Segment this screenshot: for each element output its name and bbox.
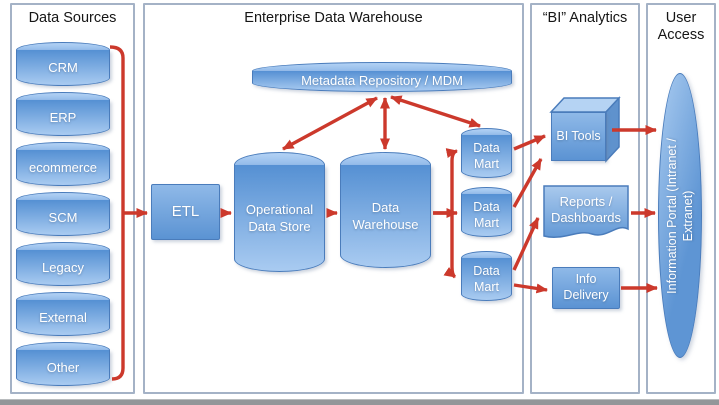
source-label-legacy: Legacy	[42, 259, 84, 275]
source-cylinder-erp: ERP	[16, 92, 110, 136]
etl-box: ETL	[151, 184, 220, 240]
source-label-scm: SCM	[48, 209, 78, 225]
cylinder-body	[16, 50, 110, 86]
source-label-crm: CRM	[48, 59, 78, 75]
ods-label: Operational Data Store	[245, 202, 314, 234]
data-mart-2-cylinder: Data Mart	[461, 187, 512, 237]
cylinder-body	[16, 100, 110, 136]
cylinder-body	[16, 250, 110, 286]
cylinder-body	[16, 300, 110, 336]
metadata-repository-cylinder: Metadata Repository / MDM	[252, 62, 512, 92]
panel-title-bi-analytics: “BI” Analytics	[542, 10, 628, 26]
cylinder-body	[461, 135, 512, 178]
reports-dashboards-document	[543, 185, 629, 238]
source-label-ecommerce: ecommerce	[29, 159, 97, 175]
source-cylinder-external: External	[16, 292, 110, 336]
data-warehouse-label: Data Warehouse	[352, 200, 419, 232]
cylinder-body	[16, 150, 110, 186]
source-cylinder-scm: SCM	[16, 192, 110, 236]
cylinder-body	[16, 350, 110, 386]
source-cylinder-other: Other	[16, 342, 110, 386]
cylinder-body	[252, 71, 512, 92]
metadata-repository-label: Metadata Repository / MDM	[301, 73, 463, 89]
information-portal-ellipse: Information Portal (Intranet / Extranet)	[658, 73, 702, 358]
panel-title-data-sources: Data Sources	[28, 10, 117, 26]
data-mart-2-label: Data Mart	[473, 199, 500, 230]
ods-cylinder: Operational Data Store	[234, 152, 325, 272]
information-portal-label-line2: Extranet)	[681, 190, 695, 241]
source-label-external: External	[39, 309, 87, 325]
data-mart-3-label: Data Mart	[473, 263, 500, 294]
etl-label: ETL	[171, 202, 200, 220]
info-delivery-label: Info Delivery	[563, 272, 609, 302]
cylinder-body	[234, 165, 325, 272]
bi-tools-box: BI Tools	[551, 112, 606, 161]
bottom-window-edge	[0, 399, 719, 405]
panel-title-user-access: User Access	[657, 10, 705, 43]
source-cylinder-crm: CRM	[16, 42, 110, 86]
bi-tools-label: BI Tools	[556, 128, 601, 143]
source-cylinder-ecommerce: ecommerce	[16, 142, 110, 186]
info-delivery-box: Info Delivery	[552, 267, 620, 309]
source-cylinder-legacy: Legacy	[16, 242, 110, 286]
cylinder-body	[461, 258, 512, 301]
cylinder-body	[461, 194, 512, 237]
information-portal-label-line1: Information Portal (Intranet /	[664, 137, 679, 294]
data-warehouse-cylinder: Data Warehouse	[340, 152, 431, 268]
source-label-erp: ERP	[49, 109, 77, 125]
cylinder-body	[16, 200, 110, 236]
cylinder-body	[340, 165, 431, 268]
panel-title-edw: Enterprise Data Warehouse	[244, 10, 423, 26]
data-mart-3-cylinder: Data Mart	[461, 251, 512, 301]
data-mart-1-label: Data Mart	[473, 140, 500, 171]
information-portal-label: Information Portal (Intranet / Extranet)	[658, 118, 702, 314]
source-label-other: Other	[46, 359, 80, 375]
reports-dashboards-label: Reports / Dashboards	[550, 193, 622, 225]
data-mart-1-cylinder: Data Mart	[461, 128, 512, 178]
